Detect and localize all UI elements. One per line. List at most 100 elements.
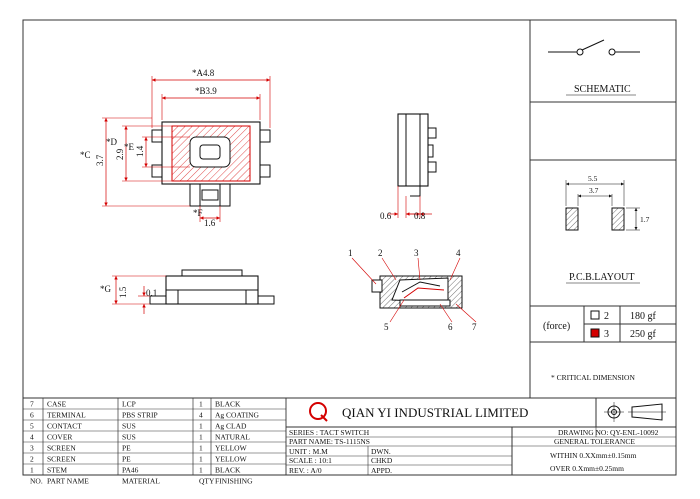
tolerance-over: OVER 0.Xmm±0.25mm [550,464,624,473]
bom-cell: SUS [122,433,136,442]
schematic-symbol [548,39,640,56]
company-logo [309,402,328,422]
unit-text: UNIT : M.M [289,447,328,456]
bom-cell: 1 [199,422,203,431]
critical-note: * CRITICAL DIMENSION [551,373,635,382]
dim-b-label: *B3.9 [195,86,217,96]
force-num-1: 2 [604,311,609,322]
bom-header-cell: PART NAME [47,477,89,486]
dim-e-label: *E [124,142,135,152]
drawing-no-value: QY-ENL-10092 [610,428,659,437]
callout-3: 3 [414,248,419,258]
bom-cell: 1 [199,466,203,475]
bom-cell: 1 [199,433,203,442]
bom-cell: PA46 [122,466,139,475]
pcb-layout: 5.5 3.7 1.7 [565,174,650,231]
bom-cell: 1 [199,455,203,464]
dim-a-label: *A4.8 [192,68,215,78]
bom-cell: SCREEN [47,444,76,453]
front-view: *G 1.5 0.1 [100,269,275,314]
pcb-dim-height: 1.7 [640,215,650,224]
company-name: QIAN YI INDUSTRIAL LIMITED [342,405,528,420]
outer-frame [22,19,677,476]
callout-5: 5 [384,322,389,332]
bom-cell: BLACK [215,466,241,475]
section-view [351,257,477,323]
bom-cell: 3 [30,444,34,453]
bom-cell: SUS [122,422,136,431]
dim-d-label: *D [106,137,118,147]
bom-cell: 1 [199,444,203,453]
dim-front-small: 0.1 [146,288,157,298]
section-callouts: 1 2 3 4 5 6 7 [348,248,477,332]
dim-d-value: 2.9 [115,148,125,160]
bom-cell: PE [122,444,131,453]
side-view: 0.6 0.8 [380,113,437,221]
dim-c-value: 3.7 [95,154,105,166]
callout-2: 2 [378,248,383,258]
bom-header-cell: FINISHING [215,477,253,486]
dim-g-label: *G [100,284,112,294]
rev-text: REV. : A/0 [289,466,322,475]
scale-text: SCALE : 10:1 [289,456,332,465]
callout-4: 4 [456,248,461,258]
force-num-2: 3 [604,329,609,340]
bom-table [23,397,676,475]
bom-cell: PBS STRIP [122,411,158,420]
bom-cell: LCP [122,400,136,409]
dwn-text: DWN. [371,447,391,456]
appd-text: APPD. [371,466,392,475]
bom-cell: Ag CLAD [215,422,247,431]
bom-cell: 7 [30,400,34,409]
pcb-dim-outer: 5.5 [588,174,598,183]
force-table: (force) 2 180 gf 3 250 gf [543,306,676,342]
dim-e-value: 1.4 [135,145,145,157]
dim-side-right: 0.8 [414,211,426,221]
bom-cell: BLACK [215,400,241,409]
tolerance-title: GENERAL TOLERANCE [554,437,635,446]
bom-cell: CASE [47,400,67,409]
force-swatch-180 [590,310,600,320]
bom-cell: 6 [30,411,34,420]
bom-cell: 1 [30,466,34,475]
force-value-2: 250 gf [630,329,657,340]
dim-c-label: *C [80,150,91,160]
dim-g-value: 1.5 [118,286,128,298]
top-view: *A4.8 *B3.9 *C 3.7 *D 2.9 *E 1.4 *F 1.6 [80,68,271,228]
bom-header-cell: NO. [30,477,43,486]
bom-cell: 4 [30,433,34,442]
title-block [286,398,676,475]
bom-cell: 1 [199,400,203,409]
bom-cell: YELLOW [215,455,248,464]
pcb-title: P.C.B.LAYOUT [569,272,634,283]
bom-cell: SCREEN [47,455,76,464]
callout-1: 1 [348,248,353,258]
bom-cell: COVER [47,433,72,442]
bom-header-cell: QTY [199,477,215,486]
bom-cell: STEM [47,466,67,475]
bom-cell: 5 [30,422,34,431]
bom-header-cell: MATERIAL [122,477,160,486]
schematic-title: SCHEMATIC [574,84,631,95]
bom-cell: YELLOW [215,444,248,453]
callout-6: 6 [448,322,453,332]
callout-7: 7 [472,322,477,332]
force-value-1: 180 gf [630,311,657,322]
tolerance-within: WITHIN 0.XXmm±0.15mm [550,451,637,460]
bom-cell: NATURAL [215,433,250,442]
bom-cell: 4 [199,411,203,420]
bom-cell: TERMINAL [47,411,86,420]
force-swatch-250 [590,328,600,338]
bom-cell: CONTACT [47,422,82,431]
dim-f-value: 1.6 [204,218,216,228]
pcb-dim-inner: 3.7 [589,186,599,195]
series-text: SERIES : TACT SWITCH [289,428,370,437]
chkd-text: CHKD [371,456,393,465]
dim-f-label: *F [193,208,203,218]
bom-cell: 2 [30,455,34,464]
part-name-text: PART NAME: TS-1115NS [289,437,370,446]
drawing-no-label: DRAWING NO: [558,428,608,437]
